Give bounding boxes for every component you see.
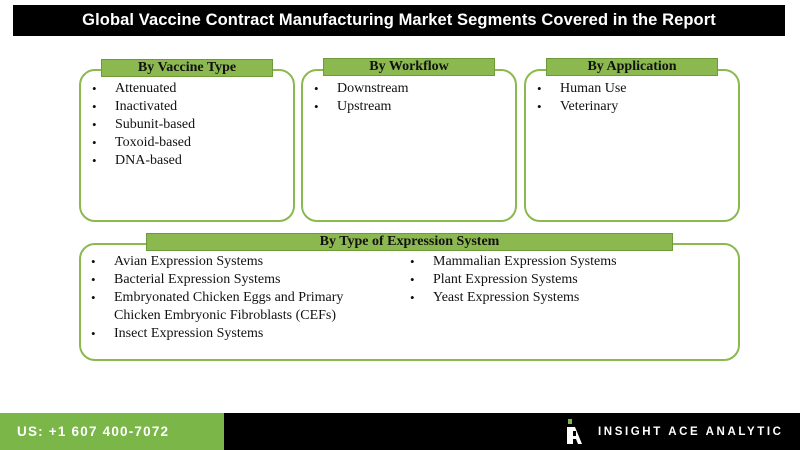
expression-system-list-left: Avian Expression SystemsBacterial Expres… [89,253,389,343]
list-item: Subunit-based [90,116,290,134]
list-item: Toxoid-based [90,134,290,152]
list-item: Avian Expression Systems [89,253,389,271]
workflow-label: By Workflow [323,58,495,76]
phone-number: US: +1 607 400-7072 [0,413,224,450]
list-item: Attenuated [90,80,290,98]
expression-system-list-right: Mammalian Expression SystemsPlant Expres… [408,253,728,307]
list-item: Downstream [312,80,512,98]
list-item: Mammalian Expression Systems [408,253,728,271]
list-item: Yeast Expression Systems [408,289,728,307]
list-item: Human Use [535,80,735,98]
page-title: Global Vaccine Contract Manufacturing Ma… [13,5,785,36]
footer-bar: US: +1 607 400-7072 INSIGHT ACE ANALYTIC [0,413,800,450]
list-item: Embryonated Chicken Eggs and Primary Chi… [89,289,389,325]
brand: INSIGHT ACE ANALYTIC [566,413,784,450]
vaccine-type-label: By Vaccine Type [101,59,273,77]
brand-name: INSIGHT ACE ANALYTIC [598,425,784,438]
list-item: Bacterial Expression Systems [89,271,389,289]
expression-system-label: By Type of Expression System [146,233,673,251]
vaccine-type-list: AttenuatedInactivatedSubunit-basedToxoid… [90,80,290,170]
list-item: Inactivated [90,98,290,116]
workflow-list: DownstreamUpstream [312,80,512,116]
insight-ace-logo-icon [567,418,582,444]
list-item: Insect Expression Systems [89,325,389,343]
list-item: Plant Expression Systems [408,271,728,289]
application-list: Human UseVeterinary [535,80,735,116]
list-item: Veterinary [535,98,735,116]
list-item: DNA-based [90,152,290,170]
application-label: By Application [546,58,718,76]
list-item: Upstream [312,98,512,116]
